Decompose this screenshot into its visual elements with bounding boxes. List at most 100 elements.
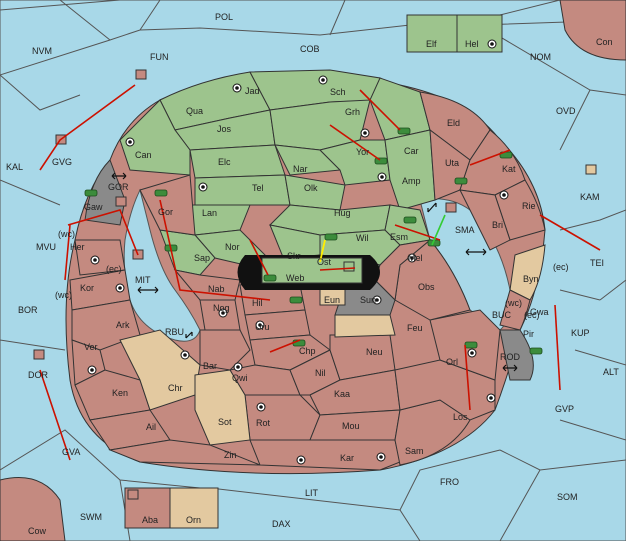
label-ec1: (ec)	[106, 264, 122, 274]
label-skr: Skr	[287, 251, 301, 261]
label-aba: Aba	[142, 515, 158, 525]
province-bri[interactable]	[459, 189, 511, 251]
label-sot: Sot	[218, 417, 232, 427]
province-amp[interactable]	[384, 129, 436, 211]
army-unit[interactable]	[324, 233, 338, 241]
label-gvp: GVP	[555, 404, 574, 414]
label-chp: Chp	[299, 346, 316, 356]
label-ail: Ail	[146, 422, 156, 432]
label-nvm: NVM	[32, 46, 52, 56]
supply-centers	[87, 39, 509, 465]
flag-marker	[115, 196, 127, 207]
label-yor: Yor	[356, 147, 369, 157]
label-pol: POL	[215, 12, 233, 22]
supply-center-marker	[180, 350, 190, 360]
label-nom: NOM	[530, 52, 551, 62]
flag-marker	[33, 349, 45, 360]
label-eld: Eld	[447, 118, 460, 128]
supply-center-marker	[296, 455, 306, 465]
label-ken: Ken	[112, 388, 128, 398]
move-arrow	[329, 124, 381, 161]
label-gaw: Gaw	[84, 202, 103, 212]
province-orn[interactable]	[169, 487, 219, 529]
label-qua: Qua	[186, 106, 203, 116]
label-web: Web	[286, 273, 304, 283]
passage-markers	[111, 172, 518, 372]
move-arrow	[269, 339, 301, 353]
order-arrows	[39, 84, 601, 461]
province-esm[interactable]	[384, 204, 431, 246]
province-gor[interactable]	[139, 174, 196, 236]
label-sam: Sam	[405, 446, 424, 456]
label-rbu: RBU	[165, 327, 184, 337]
flag-marker	[343, 261, 355, 272]
province-feu[interactable]	[334, 314, 396, 338]
label-obs: Obs	[418, 282, 435, 292]
move-arrow	[67, 209, 139, 256]
province-zin[interactable]	[108, 439, 261, 466]
label-nog: Nog	[213, 303, 230, 313]
province-bar[interactable]	[199, 329, 251, 371]
units	[84, 127, 543, 355]
move-arrow	[39, 84, 136, 171]
province-elc[interactable]	[189, 144, 286, 179]
land-label-group: Jad Sch Qua Grh Jos Eld Can Yor Car Uta …	[70, 39, 549, 525]
label-con: Con	[596, 37, 613, 47]
label-bri: Bri	[492, 220, 503, 230]
label-uta: Uta	[445, 158, 459, 168]
label-buc: BUC	[492, 310, 512, 320]
army-unit[interactable]	[289, 296, 303, 304]
province-ark[interactable]	[71, 299, 141, 351]
label-gva: GVA	[62, 447, 80, 457]
flag-marker	[445, 202, 457, 213]
army-unit[interactable]	[374, 157, 388, 165]
label-tei: TEI	[590, 258, 604, 268]
army-unit[interactable]	[154, 189, 168, 197]
label-her: Her	[70, 242, 85, 252]
label-nar: Nar	[293, 164, 308, 174]
army-unit[interactable]	[454, 177, 468, 185]
province-cow[interactable]	[0, 477, 66, 541]
army-unit[interactable]	[397, 127, 411, 135]
army-unit[interactable]	[529, 347, 543, 355]
label-neu: Neu	[366, 347, 383, 357]
supply-center-marker	[407, 253, 417, 263]
move-arrow	[554, 304, 561, 391]
move-arrow	[464, 344, 471, 411]
label-mel: Mel	[408, 253, 423, 263]
label-ec2: (ec)	[553, 262, 569, 272]
passage-arrow-icon	[502, 364, 518, 372]
label-wc2: (wc)	[55, 290, 72, 300]
supply-center-marker	[255, 320, 265, 330]
label-mvu: MVU	[36, 242, 56, 252]
label-rie: Rie	[522, 201, 536, 211]
passage-arrow-icon	[465, 248, 487, 256]
province-elf[interactable]	[406, 14, 458, 53]
province-nab[interactable]	[173, 269, 241, 301]
label-olk: Olk	[304, 183, 318, 193]
label-car: Car	[404, 146, 419, 156]
supply-center-marker	[115, 283, 125, 293]
province-sot[interactable]	[194, 369, 251, 446]
army-unit[interactable]	[84, 189, 98, 197]
army-unit[interactable]	[403, 216, 417, 224]
support-arrow	[431, 214, 446, 246]
supply-center-marker	[486, 393, 496, 403]
move-arrow	[39, 369, 71, 461]
label-orl: Orl	[446, 357, 458, 367]
army-unit[interactable]	[464, 341, 478, 349]
army-unit[interactable]	[263, 274, 277, 282]
label-ost: Ost	[317, 257, 332, 267]
supply-center-marker	[318, 75, 328, 85]
province-tel[interactable]	[194, 174, 291, 206]
supply-center-marker	[360, 128, 370, 138]
label-gor: Gor	[158, 207, 173, 217]
move-arrow	[394, 224, 441, 241]
label-tel: Tel	[252, 183, 264, 193]
label-gor-sea: GOR	[108, 182, 129, 192]
label-eun: Eun	[324, 295, 340, 305]
label-lit: LIT	[305, 488, 319, 498]
supply-center-marker	[232, 83, 242, 93]
flag-marker	[585, 164, 597, 175]
label-sma: SMA	[455, 225, 475, 235]
